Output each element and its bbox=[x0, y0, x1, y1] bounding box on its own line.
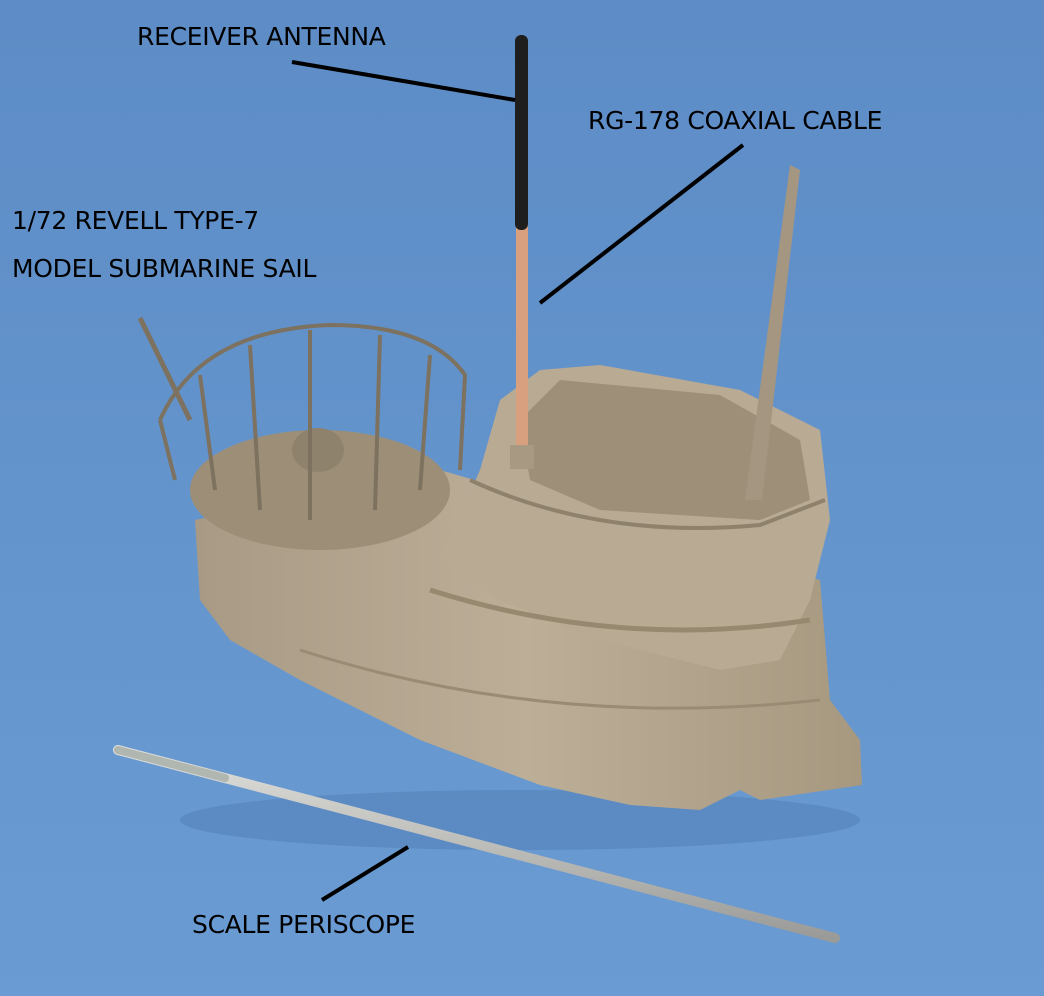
periscope-tip bbox=[114, 746, 229, 782]
mast bbox=[745, 165, 800, 500]
hull-ridge bbox=[429, 587, 811, 633]
aa-gun bbox=[292, 428, 344, 472]
label-sail-line2: MODEL SUBMARINE SAIL bbox=[12, 254, 317, 283]
receiver-antenna bbox=[515, 35, 528, 230]
small-mast bbox=[137, 316, 193, 422]
antenna-base bbox=[510, 445, 534, 469]
hull-ridge bbox=[299, 648, 821, 710]
label-coax-cable: RG-178 COAXIAL CABLE bbox=[588, 106, 883, 135]
railing bbox=[158, 322, 468, 520]
periscope-rod bbox=[113, 745, 840, 943]
leader-line-periscope bbox=[320, 845, 410, 902]
coax-cable bbox=[516, 220, 528, 460]
leader-line-cable bbox=[538, 143, 745, 305]
bridge-interior bbox=[520, 380, 810, 520]
leader-line-antenna bbox=[291, 60, 516, 102]
label-periscope: SCALE PERISCOPE bbox=[192, 910, 416, 939]
bridge-rim bbox=[469, 478, 826, 530]
label-receiver-antenna: RECEIVER ANTENNA bbox=[137, 22, 386, 51]
label-sail-line1: 1/72 REVELL TYPE-7 bbox=[12, 206, 259, 235]
